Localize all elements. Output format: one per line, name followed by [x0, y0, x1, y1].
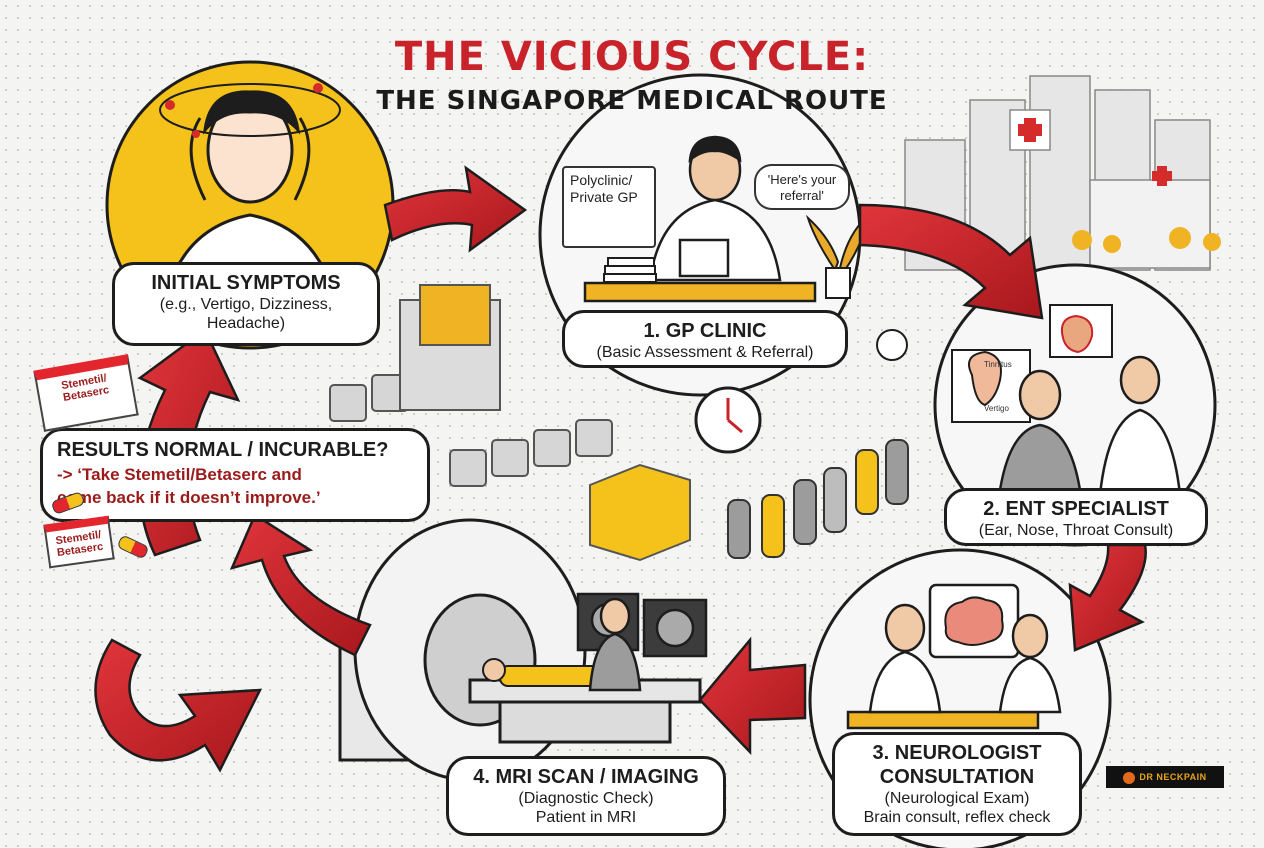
queue-of-people: [727, 439, 909, 559]
ear-anatomy-icon: [1060, 314, 1094, 354]
step-mri-scan: 4. MRI SCAN / IMAGING (Diagnostic Check)…: [446, 756, 726, 836]
file-folder-icon: [589, 463, 691, 562]
ent-doctor-figure: [1098, 355, 1182, 497]
results-heading: RESULTS NORMAL / INCURABLE?: [57, 439, 389, 461]
dizzy-orbit: [159, 83, 341, 137]
logo-text: DR NECKPAIN: [1139, 772, 1207, 782]
initial-sub: (e.g., Vertigo, Dizziness,: [159, 296, 333, 313]
file-stack-icon: [603, 257, 657, 283]
dizzy-star-icon: [165, 83, 323, 138]
mri-technician-figure: [588, 597, 642, 692]
ear-chart-label-vertigo: Vertigo: [984, 404, 1009, 413]
neuro-heading: 3. NEUROLOGIST: [872, 742, 1042, 764]
neuro-desk: [846, 710, 1040, 730]
arrow-ent-to-neuro: [1068, 543, 1147, 652]
mri-sub2: Patient in MRI: [535, 809, 637, 827]
brain-icon: [944, 596, 1004, 646]
city-trees: [1072, 227, 1221, 253]
gp-speech-bubble: 'Here's your referral': [754, 164, 850, 210]
arrow-neuro-to-mri: [698, 636, 807, 756]
gp-sign: Polyclinic/ Private GP: [562, 166, 656, 248]
gp-doctor-figure: [648, 135, 782, 282]
neuro-doctors-figures: [868, 603, 1062, 714]
arrow-mri-to-results: [229, 513, 372, 657]
gp-desk: [583, 281, 817, 303]
initial-heading: INITIAL SYMPTOMS: [151, 272, 341, 294]
page-title: THE VICIOUS CYCLE:: [394, 34, 870, 80]
logo-mark-icon: [1123, 771, 1136, 784]
ent-heading: 2. ENT SPECIALIST: [983, 498, 1169, 520]
step-neurologist: 3. NEUROLOGIST CONSULTATION (Neurologica…: [832, 732, 1082, 836]
arrow-gp-to-ent: [858, 203, 1044, 320]
step-ent-specialist: 2. ENT SPECIALIST (Ear, Nose, Throat Con…: [944, 488, 1208, 546]
small-clock-icon: [876, 329, 908, 361]
step-initial-symptoms: INITIAL SYMPTOMS (e.g., Vertigo, Dizzine…: [112, 262, 380, 346]
mri-monitors: [576, 592, 708, 658]
gp-sign-line2: Private GP: [570, 188, 638, 205]
results-quote-line2: come back if it doesn’t improve.’: [57, 488, 321, 508]
medicine-pack-2: Stemetil/ Betaserc: [43, 515, 115, 569]
brand-logo: DR NECKPAIN: [1106, 766, 1224, 788]
clock-hands: [726, 398, 743, 434]
neuro-sub2: Brain consult, reflex check: [863, 809, 1051, 827]
gp-bubble-line1: 'Here's your: [767, 172, 837, 187]
ent-patient-figure: [998, 369, 1082, 492]
gp-bubble-line2: referral': [780, 188, 824, 204]
results-quote-line1: -> ‘Take Stemetil/Betaserc and: [57, 465, 302, 484]
step-gp-clinic: 1. GP CLINIC (Basic Assessment & Referra…: [562, 310, 848, 368]
hospital-cross-icon: [1018, 118, 1172, 186]
mri-heading: 4. MRI SCAN / IMAGING: [473, 766, 699, 788]
mri-sub: (Diagnostic Check): [518, 790, 654, 807]
page-subtitle: THE SINGAPORE MEDICAL ROUTE: [376, 86, 888, 116]
filing-cabinet: [399, 284, 501, 411]
initial-sub2: Headache): [206, 315, 286, 333]
ear-icon: [968, 350, 1002, 407]
gp-heading: 1. GP CLINIC: [643, 320, 767, 342]
neuro-heading2: CONSULTATION: [879, 766, 1035, 788]
gp-sign-line1: Polyclinic/: [570, 172, 633, 188]
gp-sub: (Basic Assessment & Referral): [596, 344, 814, 361]
ent-sub: (Ear, Nose, Throat Consult): [978, 522, 1174, 539]
ear-chart-label-tinnitus: Tinnitus: [984, 360, 1012, 369]
neuro-sub: (Neurological Exam): [884, 790, 1030, 807]
arrow-symptoms-to-gp: [383, 165, 528, 253]
loop-arrow: [94, 638, 263, 773]
results-box: RESULTS NORMAL / INCURABLE? -> ‘Take Ste…: [40, 428, 430, 522]
